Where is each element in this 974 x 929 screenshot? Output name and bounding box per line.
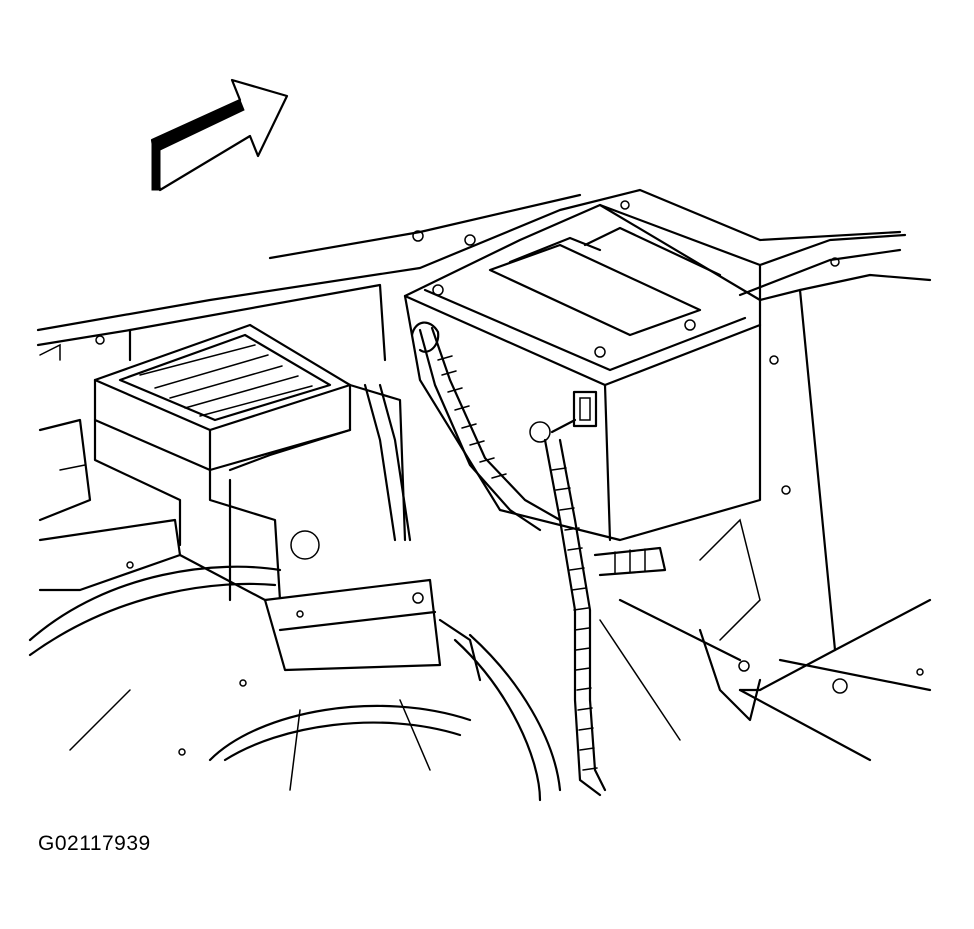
- battery-cables: [363, 321, 667, 797]
- fuse-relay-box: [93, 323, 407, 602]
- battery: [403, 203, 762, 542]
- right-upper-panel: [738, 248, 932, 297]
- wheel-well: [28, 418, 681, 802]
- right-fender-panel: [618, 288, 932, 762]
- battery-tray: [178, 553, 482, 682]
- direction-arrow-icon: [150, 78, 289, 192]
- upper-cowl-panel: [36, 188, 907, 362]
- figure-id-label: G02117939: [38, 832, 151, 855]
